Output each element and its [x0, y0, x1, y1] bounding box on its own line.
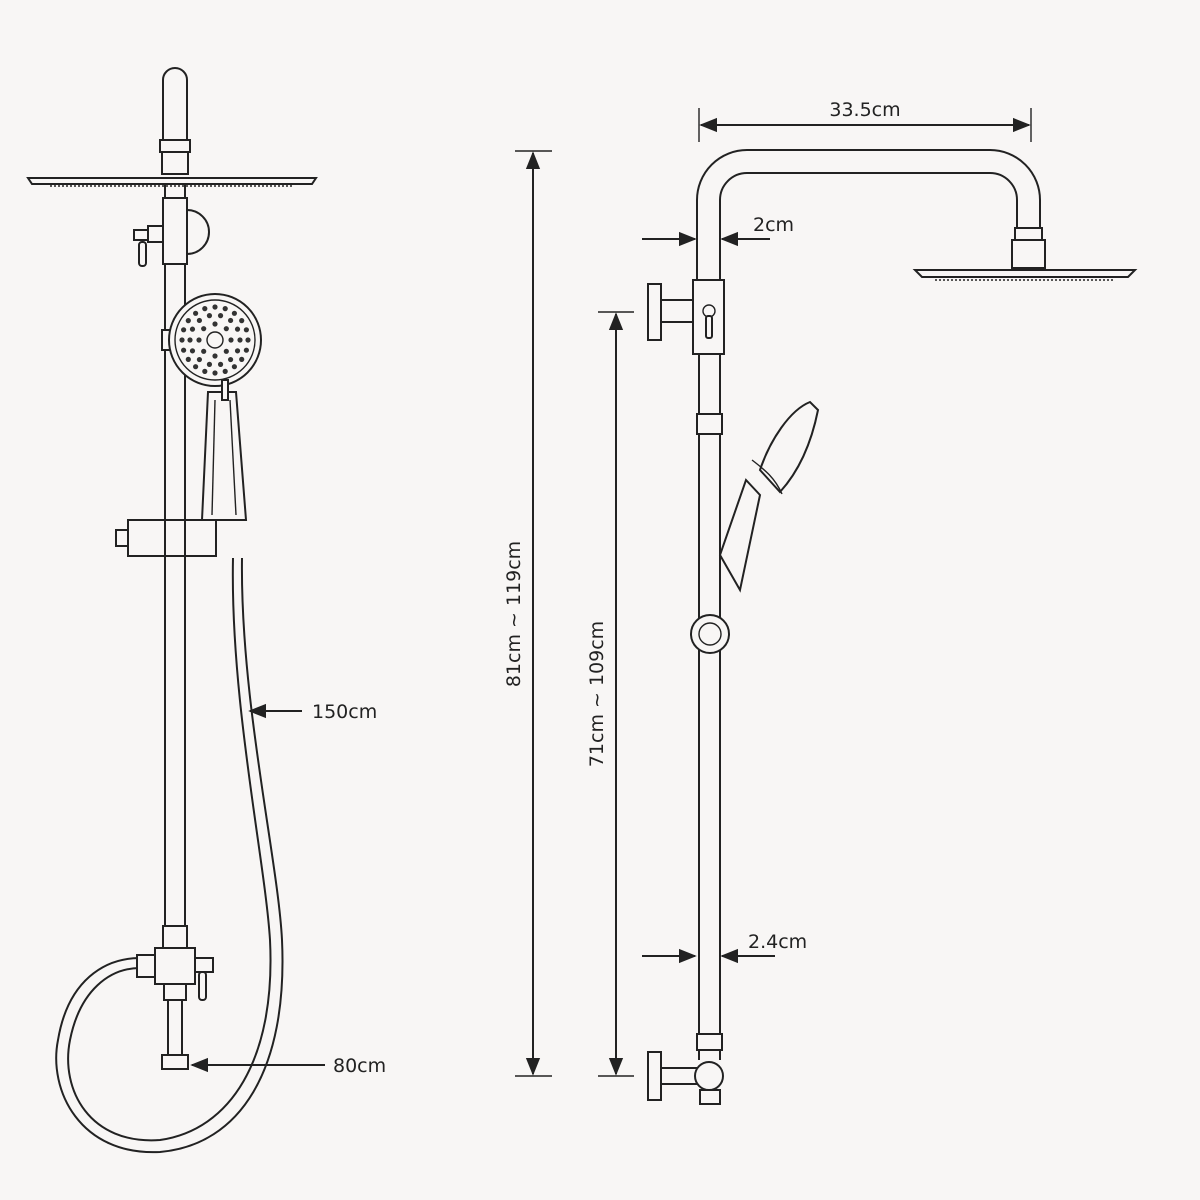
rail-pole	[696, 354, 723, 1060]
total-height-dimension: 81cm ~ 119cm	[503, 150, 552, 1077]
pipe-length-label: 80cm	[333, 1055, 386, 1077]
overhead-arm	[696, 149, 1046, 300]
nozzle-dot	[196, 337, 202, 343]
diverter-side	[647, 279, 725, 355]
nozzle-dot	[228, 337, 234, 343]
arm-length-dimension: 33.5cm	[698, 99, 1032, 142]
nozzle-dot	[212, 304, 218, 310]
hand-shower	[168, 293, 262, 521]
nozzle-dot	[234, 348, 241, 354]
nozzle-dot	[231, 364, 237, 370]
hose-length-label: 150cm	[312, 701, 377, 723]
nozzle-dot	[201, 326, 207, 332]
rain-shower-head	[26, 177, 318, 187]
nozzle-dot	[231, 310, 237, 316]
hose-length-callout: 150cm	[248, 701, 377, 723]
upper-diameter-dimension: 2cm	[642, 214, 794, 247]
nozzle-dot	[243, 327, 249, 333]
nozzle-dot	[217, 313, 224, 319]
nozzle-dot	[206, 313, 213, 319]
nozzle-dot	[239, 318, 245, 324]
nozzle-dot	[239, 356, 245, 362]
nozzle-dot	[212, 353, 218, 359]
nozzle-dot	[223, 326, 229, 332]
nozzle-dot	[181, 347, 187, 353]
total-height-label: 81cm ~ 119cm	[503, 541, 525, 687]
right-side-view	[647, 149, 1138, 1105]
nozzle-dot	[202, 368, 208, 374]
left-front-view: 150cm 80cm	[26, 67, 386, 1154]
nozzle-dot	[227, 356, 234, 363]
nozzle-dot	[243, 347, 249, 353]
pipe-length-callout: 80cm	[190, 1055, 386, 1077]
hand-shower-side	[690, 400, 820, 654]
arm-length-label: 33.5cm	[829, 99, 900, 121]
lower-diameter-dimension: 2.4cm	[642, 931, 807, 964]
nozzle-dot	[227, 317, 234, 324]
nozzle-dot	[179, 337, 185, 343]
nozzle-dot	[187, 337, 193, 343]
rail-height-dimension: 71cm ~ 109cm	[586, 311, 634, 1077]
nozzle-dot	[201, 348, 207, 354]
nozzle-dot	[202, 306, 208, 312]
top-arm	[159, 67, 191, 175]
nozzle-dot	[212, 321, 218, 327]
nozzle-dot	[222, 306, 228, 312]
nozzle-dot	[181, 327, 187, 333]
nozzle-dot	[245, 337, 251, 343]
bottom-mixer-side	[647, 1051, 724, 1105]
nozzle-dot	[237, 337, 243, 343]
nozzle-dot	[212, 370, 218, 376]
nozzle-dot	[217, 361, 224, 367]
nozzle-dot	[189, 326, 196, 332]
lower-diameter-label: 2.4cm	[748, 931, 807, 953]
nozzle-dot	[234, 326, 241, 332]
nozzle-dot	[193, 310, 199, 316]
nozzle-dot	[223, 348, 229, 354]
nozzle-dot	[189, 348, 196, 354]
slide-holder	[115, 519, 217, 557]
upper-diameter-label: 2cm	[753, 214, 794, 236]
nozzle-dot	[206, 361, 213, 367]
nozzle-dot	[222, 368, 228, 374]
nozzle-pattern	[179, 304, 251, 376]
rain-shower-head-side	[912, 269, 1138, 281]
nozzle-dot	[185, 356, 191, 362]
nozzle-dot	[185, 318, 191, 324]
rail-height-label: 71cm ~ 109cm	[586, 621, 608, 767]
hose	[55, 557, 284, 1154]
nozzle-dot	[193, 364, 199, 370]
nozzle-dot	[196, 317, 203, 324]
nozzle-dot	[196, 356, 203, 363]
bottom-mixer	[136, 925, 214, 1070]
